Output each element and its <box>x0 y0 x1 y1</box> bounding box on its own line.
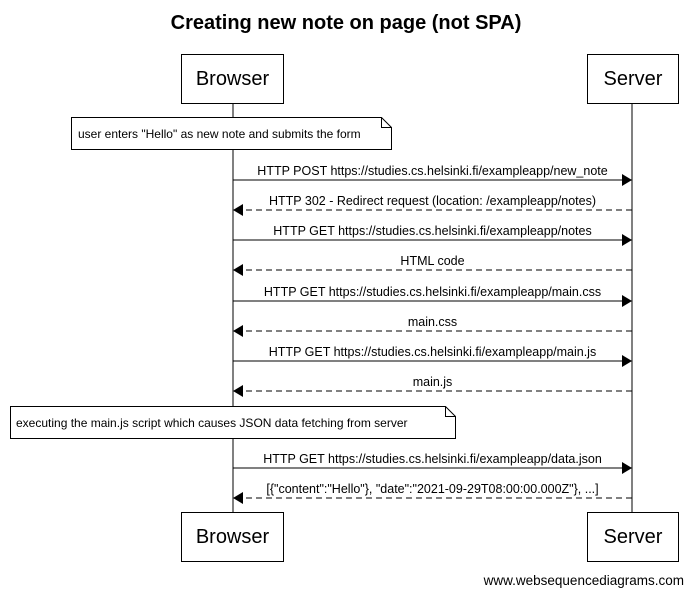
message-6: main.css <box>233 315 632 337</box>
actor-server-label: Server <box>604 68 663 90</box>
note-script-execution-text: executing the main.js script which cause… <box>16 416 408 430</box>
footer-link[interactable]: www.websequencediagrams.com <box>483 573 684 588</box>
message-label: [{"content":"Hello"}, "date":"2021-09-29… <box>266 482 598 496</box>
diagram-title: Creating new note on page (not SPA) <box>171 12 522 34</box>
message-4: HTML code <box>233 254 632 276</box>
message-7: HTTP GET https://studies.cs.helsinki.fi/… <box>233 345 632 367</box>
actor-browser-label: Browser <box>196 68 270 90</box>
message-label: HTTP POST https://studies.cs.helsinki.fi… <box>257 164 607 178</box>
message-label: main.css <box>408 315 457 329</box>
actor-server-bottom: Server <box>587 512 679 562</box>
actor-browser-top: Browser <box>181 54 284 104</box>
message-5: HTTP GET https://studies.cs.helsinki.fi/… <box>233 285 632 307</box>
actor-browser-label-bottom: Browser <box>196 526 270 548</box>
message-8: main.js <box>233 375 632 397</box>
message-3: HTTP GET https://studies.cs.helsinki.fi/… <box>233 224 632 246</box>
message-10: [{"content":"Hello"}, "date":"2021-09-29… <box>233 482 632 504</box>
actor-server-label-bottom: Server <box>604 526 663 548</box>
message-label: HTTP GET https://studies.cs.helsinki.fi/… <box>264 285 601 299</box>
message-label: main.js <box>413 375 453 389</box>
note-user-input: user enters "Hello" as new note and subm… <box>71 117 392 150</box>
message-label: HTTP GET https://studies.cs.helsinki.fi/… <box>269 345 596 359</box>
actor-browser-bottom: Browser <box>181 512 284 562</box>
note-user-input-text: user enters "Hello" as new note and subm… <box>78 127 361 141</box>
message-list: HTTP POST https://studies.cs.helsinki.fi… <box>233 164 632 504</box>
message-label: HTTP 302 - Redirect request (location: /… <box>269 194 596 208</box>
message-label: HTML code <box>400 254 464 268</box>
message-1: HTTP POST https://studies.cs.helsinki.fi… <box>233 164 632 186</box>
note-script-execution: executing the main.js script which cause… <box>10 406 456 439</box>
message-2: HTTP 302 - Redirect request (location: /… <box>233 194 632 216</box>
message-label: HTTP GET https://studies.cs.helsinki.fi/… <box>263 452 602 466</box>
actor-server-top: Server <box>587 54 679 104</box>
message-label: HTTP GET https://studies.cs.helsinki.fi/… <box>273 224 591 238</box>
message-9: HTTP GET https://studies.cs.helsinki.fi/… <box>233 452 632 474</box>
